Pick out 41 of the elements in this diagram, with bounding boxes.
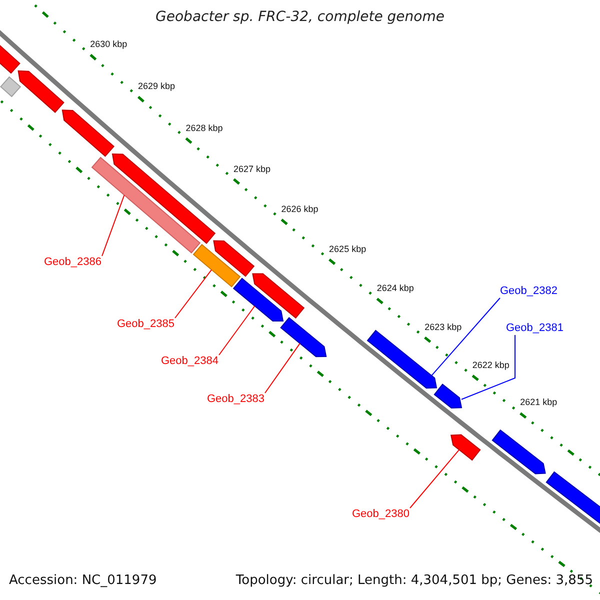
leader-line <box>461 334 516 400</box>
gene-feature <box>213 240 255 277</box>
gene-feature <box>62 110 114 157</box>
gene-feature <box>492 429 546 474</box>
scale-label: 2630 kbp <box>90 39 128 50</box>
scale-label: 2623 kbp <box>424 322 462 332</box>
title: Geobacter sp. FRC-32, complete genome <box>154 9 446 26</box>
leader-line <box>218 306 256 356</box>
gene-bar <box>192 244 241 288</box>
gene-label: Geob_2381 <box>506 322 564 335</box>
gene-feature <box>18 70 64 113</box>
scale-label: 2625 kbp <box>329 244 366 254</box>
scale-label: 2628 kbp <box>186 122 223 133</box>
gene-label: Geob_2386 <box>44 256 102 269</box>
gene-feature <box>252 273 305 319</box>
gene-label: Geob_2383 <box>207 393 264 406</box>
accession-text: Accession: NC_011979 <box>9 574 157 589</box>
scale-label: 2626 kbp <box>281 204 318 214</box>
gene-feature <box>232 278 284 322</box>
leader-line <box>410 449 460 508</box>
scale-label: 2629 kbp <box>138 81 175 92</box>
gene-label: Geob_2380 <box>352 508 410 521</box>
gene-feature <box>366 330 438 389</box>
gene-label: Geob_2384 <box>161 355 218 368</box>
gene-feature <box>280 317 327 358</box>
genome-summary: Topology: circular; Length: 4,304,501 bp; Genes: 3,855 <box>236 574 593 589</box>
leader-line <box>102 194 125 256</box>
gene-label: Geob_2385 <box>117 318 174 331</box>
scale-label: 2621 kbp <box>520 397 558 408</box>
gene-feature <box>112 153 216 244</box>
gene-bar <box>0 76 22 98</box>
scale-label: 2624 kbp <box>376 282 414 294</box>
scale-label: 2622 kbp <box>472 360 510 370</box>
gene-feature <box>434 384 462 408</box>
gene-bar <box>91 156 201 254</box>
leader-line <box>431 298 500 376</box>
scale-label: 2627 kbp <box>234 164 271 174</box>
leader-line <box>174 269 212 318</box>
gene-feature <box>450 434 481 461</box>
leader-line <box>264 342 300 394</box>
gene-label: Geob_2382 <box>500 285 558 298</box>
